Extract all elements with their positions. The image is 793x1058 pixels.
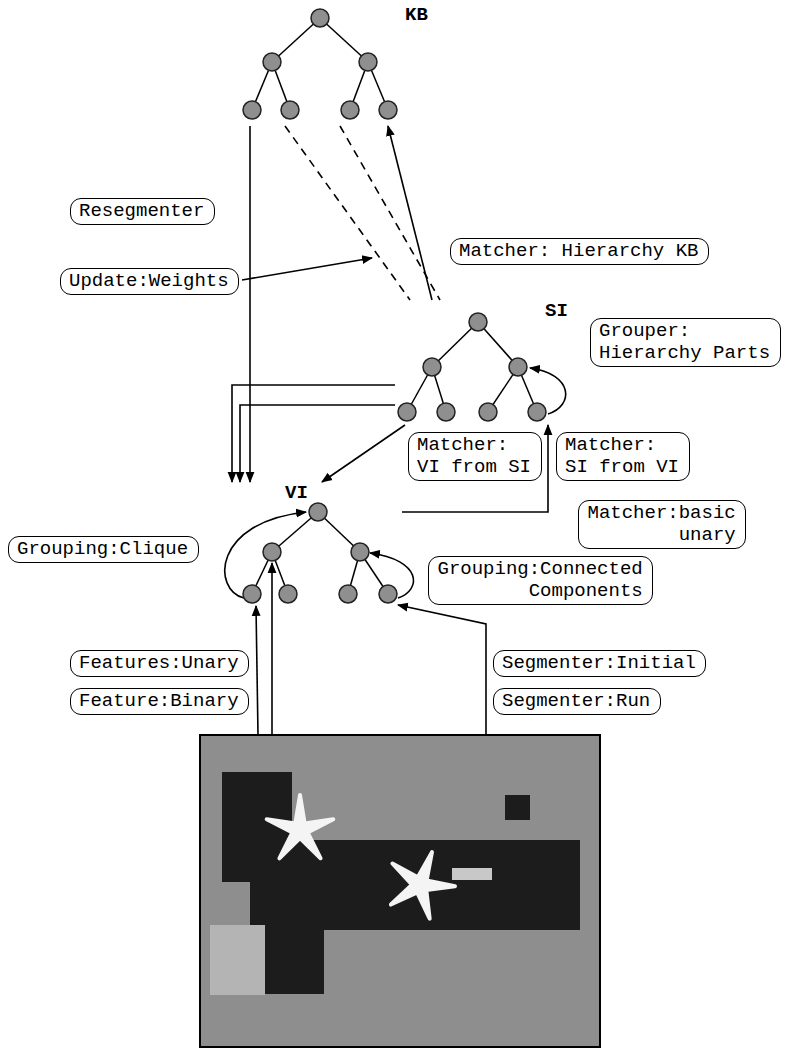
tree-graph bbox=[230, 482, 402, 607]
label-text: Grouper: Hierarchy Parts bbox=[599, 320, 771, 364]
tree-vertex bbox=[528, 403, 546, 421]
process-label: Matcher: Hierarchy KB bbox=[450, 238, 709, 265]
tree-vertex bbox=[398, 403, 416, 421]
tree-vertex bbox=[469, 313, 487, 331]
segmenter-arrow bbox=[398, 605, 486, 735]
feature-arrow bbox=[256, 606, 258, 735]
tree-vertex bbox=[423, 358, 441, 376]
tree-vertex bbox=[263, 53, 281, 71]
tree-vertex bbox=[281, 101, 299, 119]
label-text: Matcher:basic unary bbox=[587, 502, 736, 546]
tree-vertex bbox=[359, 53, 377, 71]
tree-title: VI bbox=[285, 482, 308, 504]
tree-structure: KB bbox=[240, 4, 440, 126]
label-text: Segmenter:Initial bbox=[502, 652, 696, 674]
clique-loop bbox=[225, 512, 306, 598]
tree-vertex bbox=[309, 503, 327, 521]
label-text: Resegmenter bbox=[79, 200, 204, 222]
tree-vertex bbox=[351, 543, 369, 561]
tree-vertex bbox=[341, 101, 359, 119]
process-label: Grouping:Clique bbox=[8, 536, 199, 563]
process-label: Update:Weights bbox=[60, 268, 239, 295]
feature-arrow bbox=[271, 563, 273, 735]
flow-arrow bbox=[402, 425, 548, 512]
tree-structure: VI bbox=[230, 482, 402, 607]
tree-link bbox=[272, 18, 320, 62]
pointer-arrow bbox=[242, 258, 372, 280]
process-label: Grouper: Hierarchy Parts bbox=[590, 318, 781, 367]
tree-vertex bbox=[243, 101, 261, 119]
flow-arrow bbox=[322, 425, 405, 482]
tree-title: KB bbox=[405, 4, 428, 26]
process-label: Feature:Binary bbox=[70, 688, 249, 715]
process-label: Features:Unary bbox=[70, 650, 249, 677]
tree-vertex bbox=[379, 101, 397, 119]
label-text: Feature:Binary bbox=[79, 690, 239, 712]
process-label: Segmenter:Initial bbox=[493, 650, 706, 677]
flow-arrow bbox=[240, 405, 395, 482]
tree-title: SI bbox=[545, 300, 568, 322]
label-text: Grouping:Connected Components bbox=[437, 558, 643, 602]
tree-vertex bbox=[263, 543, 281, 561]
label-text: Features:Unary bbox=[79, 652, 239, 674]
process-label: Segmenter:Run bbox=[493, 688, 661, 715]
tree-vertex bbox=[339, 585, 357, 603]
tree-vertex bbox=[379, 585, 397, 603]
tree-vertex bbox=[509, 358, 527, 376]
process-label: Grouping:Connected Components bbox=[428, 556, 653, 605]
process-label: Resegmenter bbox=[70, 198, 215, 225]
tree-vertex bbox=[311, 9, 329, 27]
correspondence-line bbox=[285, 126, 410, 300]
label-text: Grouping:Clique bbox=[17, 538, 188, 560]
flow-arrow bbox=[249, 126, 251, 482]
tree-vertex bbox=[437, 403, 455, 421]
label-text: Update:Weights bbox=[69, 270, 229, 292]
scene-image bbox=[200, 735, 600, 1047]
process-label: Matcher: VI from SI bbox=[408, 432, 542, 481]
label-text: Matcher: SI from VI bbox=[565, 434, 680, 478]
process-label: Matcher:basic unary bbox=[578, 500, 746, 549]
label-text: Matcher: Hierarchy KB bbox=[459, 240, 698, 262]
label-text: Matcher: VI from SI bbox=[417, 434, 532, 478]
tree-link bbox=[320, 18, 368, 62]
tree-vertex bbox=[279, 585, 297, 603]
label-text: Segmenter:Run bbox=[502, 690, 650, 712]
tree-vertex bbox=[479, 403, 497, 421]
process-label: Matcher: SI from VI bbox=[556, 432, 690, 481]
flow-arrow bbox=[232, 385, 395, 482]
correspondence-line bbox=[340, 126, 440, 300]
tree-vertex bbox=[243, 585, 261, 603]
tree-structure: SI bbox=[395, 300, 585, 425]
